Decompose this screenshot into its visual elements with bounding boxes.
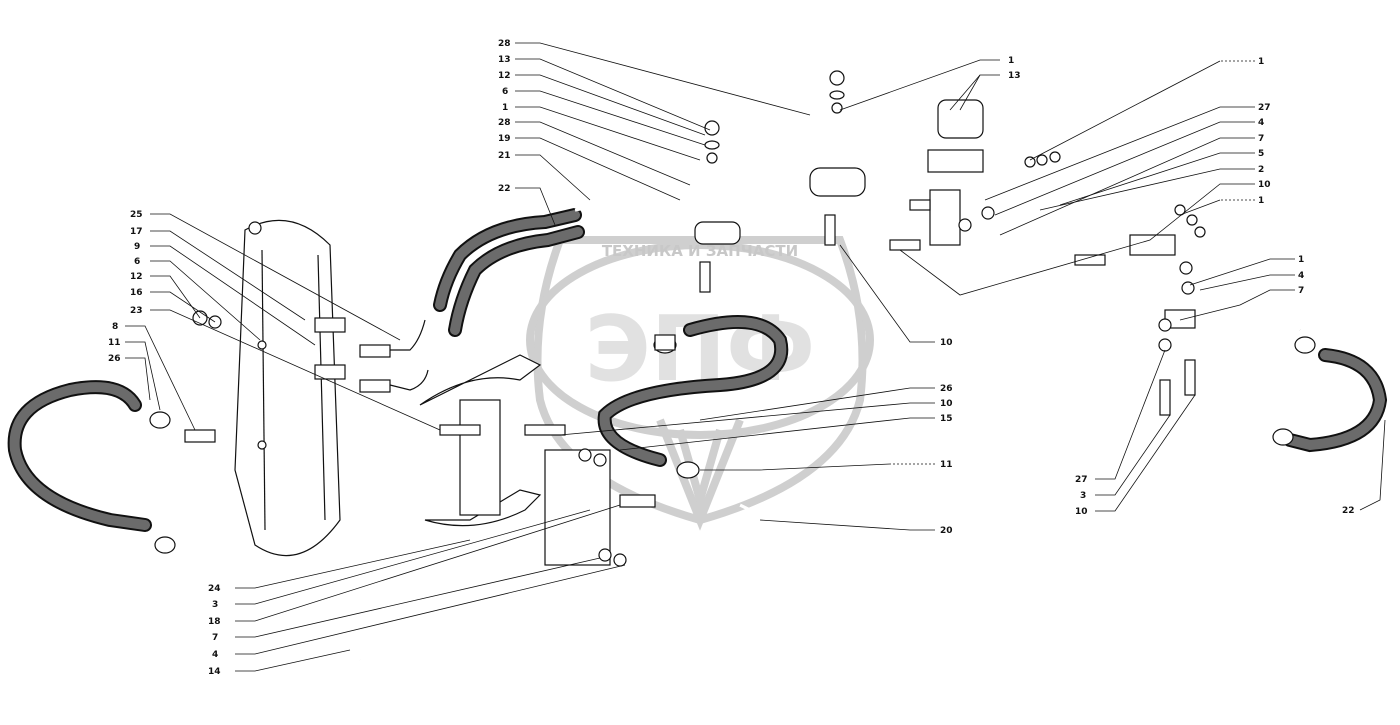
callout-label: 25: [130, 210, 143, 220]
callout-label: 1: [1258, 57, 1264, 67]
callout-label: 7: [212, 633, 218, 643]
callout-label: 13: [1008, 71, 1021, 81]
callout-label: 15: [940, 414, 953, 424]
callout-label: 27: [1075, 475, 1088, 485]
callout-label: 1: [502, 103, 508, 113]
left-fittings: [184, 310, 429, 443]
callout-label: 1: [1008, 56, 1014, 66]
callout-label: 9: [134, 242, 140, 252]
callout-label: 18: [208, 617, 221, 627]
callout-label: 4: [1258, 118, 1264, 128]
callout-label: 20: [940, 526, 953, 536]
leader-lines: [125, 42, 1386, 672]
callout-label: 22: [498, 184, 511, 194]
callout-label: 17: [130, 227, 143, 237]
callout-label: 26: [108, 354, 121, 364]
callout-label: 2: [1258, 165, 1264, 175]
callout-label: 28: [498, 118, 511, 128]
callouts-center: 10 26 10 15 11 20: [940, 338, 953, 536]
callouts-top-right-b: 1 27 4 7 5 2 10 1: [1258, 57, 1271, 206]
callout-label: 19: [498, 134, 511, 144]
callout-label: 6: [134, 257, 140, 267]
callout-label: 5: [1258, 149, 1264, 159]
main-pipes: [359, 123, 1301, 667]
callout-label: 4: [1298, 271, 1304, 281]
upper-hose: [433, 208, 585, 337]
callout-label: 7: [1258, 134, 1264, 144]
callout-label: 6: [502, 87, 508, 97]
callout-label: 1: [1298, 255, 1304, 265]
callout-label: 12: [130, 272, 143, 282]
callout-label: 11: [108, 338, 121, 348]
left-u-hose: [7, 380, 176, 554]
callout-label: 7: [1298, 286, 1304, 296]
callout-label: 12: [498, 71, 511, 81]
callout-label: 1: [1258, 196, 1264, 206]
right-hose: [1272, 336, 1388, 453]
callout-label: 10: [1258, 180, 1271, 190]
callouts-top-left: 28 13 12 6 1 28 19 21 22: [498, 39, 511, 194]
callouts-bottom-left: 24 3 18 7 4 14: [208, 584, 221, 677]
callout-label: 10: [1075, 507, 1088, 517]
callouts-right-mid: 1 4 7: [1298, 255, 1304, 296]
callout-label: 3: [212, 600, 218, 610]
callout-label: 26: [940, 384, 953, 394]
callout-label: 10: [940, 399, 953, 409]
callouts-top-right-a: 1 13: [1008, 56, 1021, 81]
callout-label: 13: [498, 55, 511, 65]
callout-label: 21: [498, 151, 511, 161]
fuel-tank: [234, 219, 341, 557]
callout-label: 10: [940, 338, 953, 348]
callouts-left: 25 17 9 6 12 16 23 8 11 26: [108, 210, 143, 364]
callout-label: 27: [1258, 103, 1271, 113]
tank-strap-bracket: [419, 354, 656, 567]
callout-label: 3: [1080, 491, 1086, 501]
callouts-bottom-right: 27 3 10: [1075, 475, 1088, 517]
callout-label: 28: [498, 39, 511, 49]
callout-label: 24: [208, 584, 221, 594]
watermark-banner: ТЕХНИКА И ЗАПЧАСТИ: [602, 242, 798, 260]
callout-label: 16: [130, 288, 143, 298]
callout-label: 23: [130, 306, 143, 316]
callout-label: 22: [1342, 506, 1355, 516]
callout-label: 4: [212, 650, 218, 660]
callout-label: 14: [208, 667, 221, 677]
callouts-far-right: 22: [1342, 506, 1355, 516]
callout-label: 11: [940, 460, 953, 470]
callout-label: 8: [112, 322, 118, 332]
